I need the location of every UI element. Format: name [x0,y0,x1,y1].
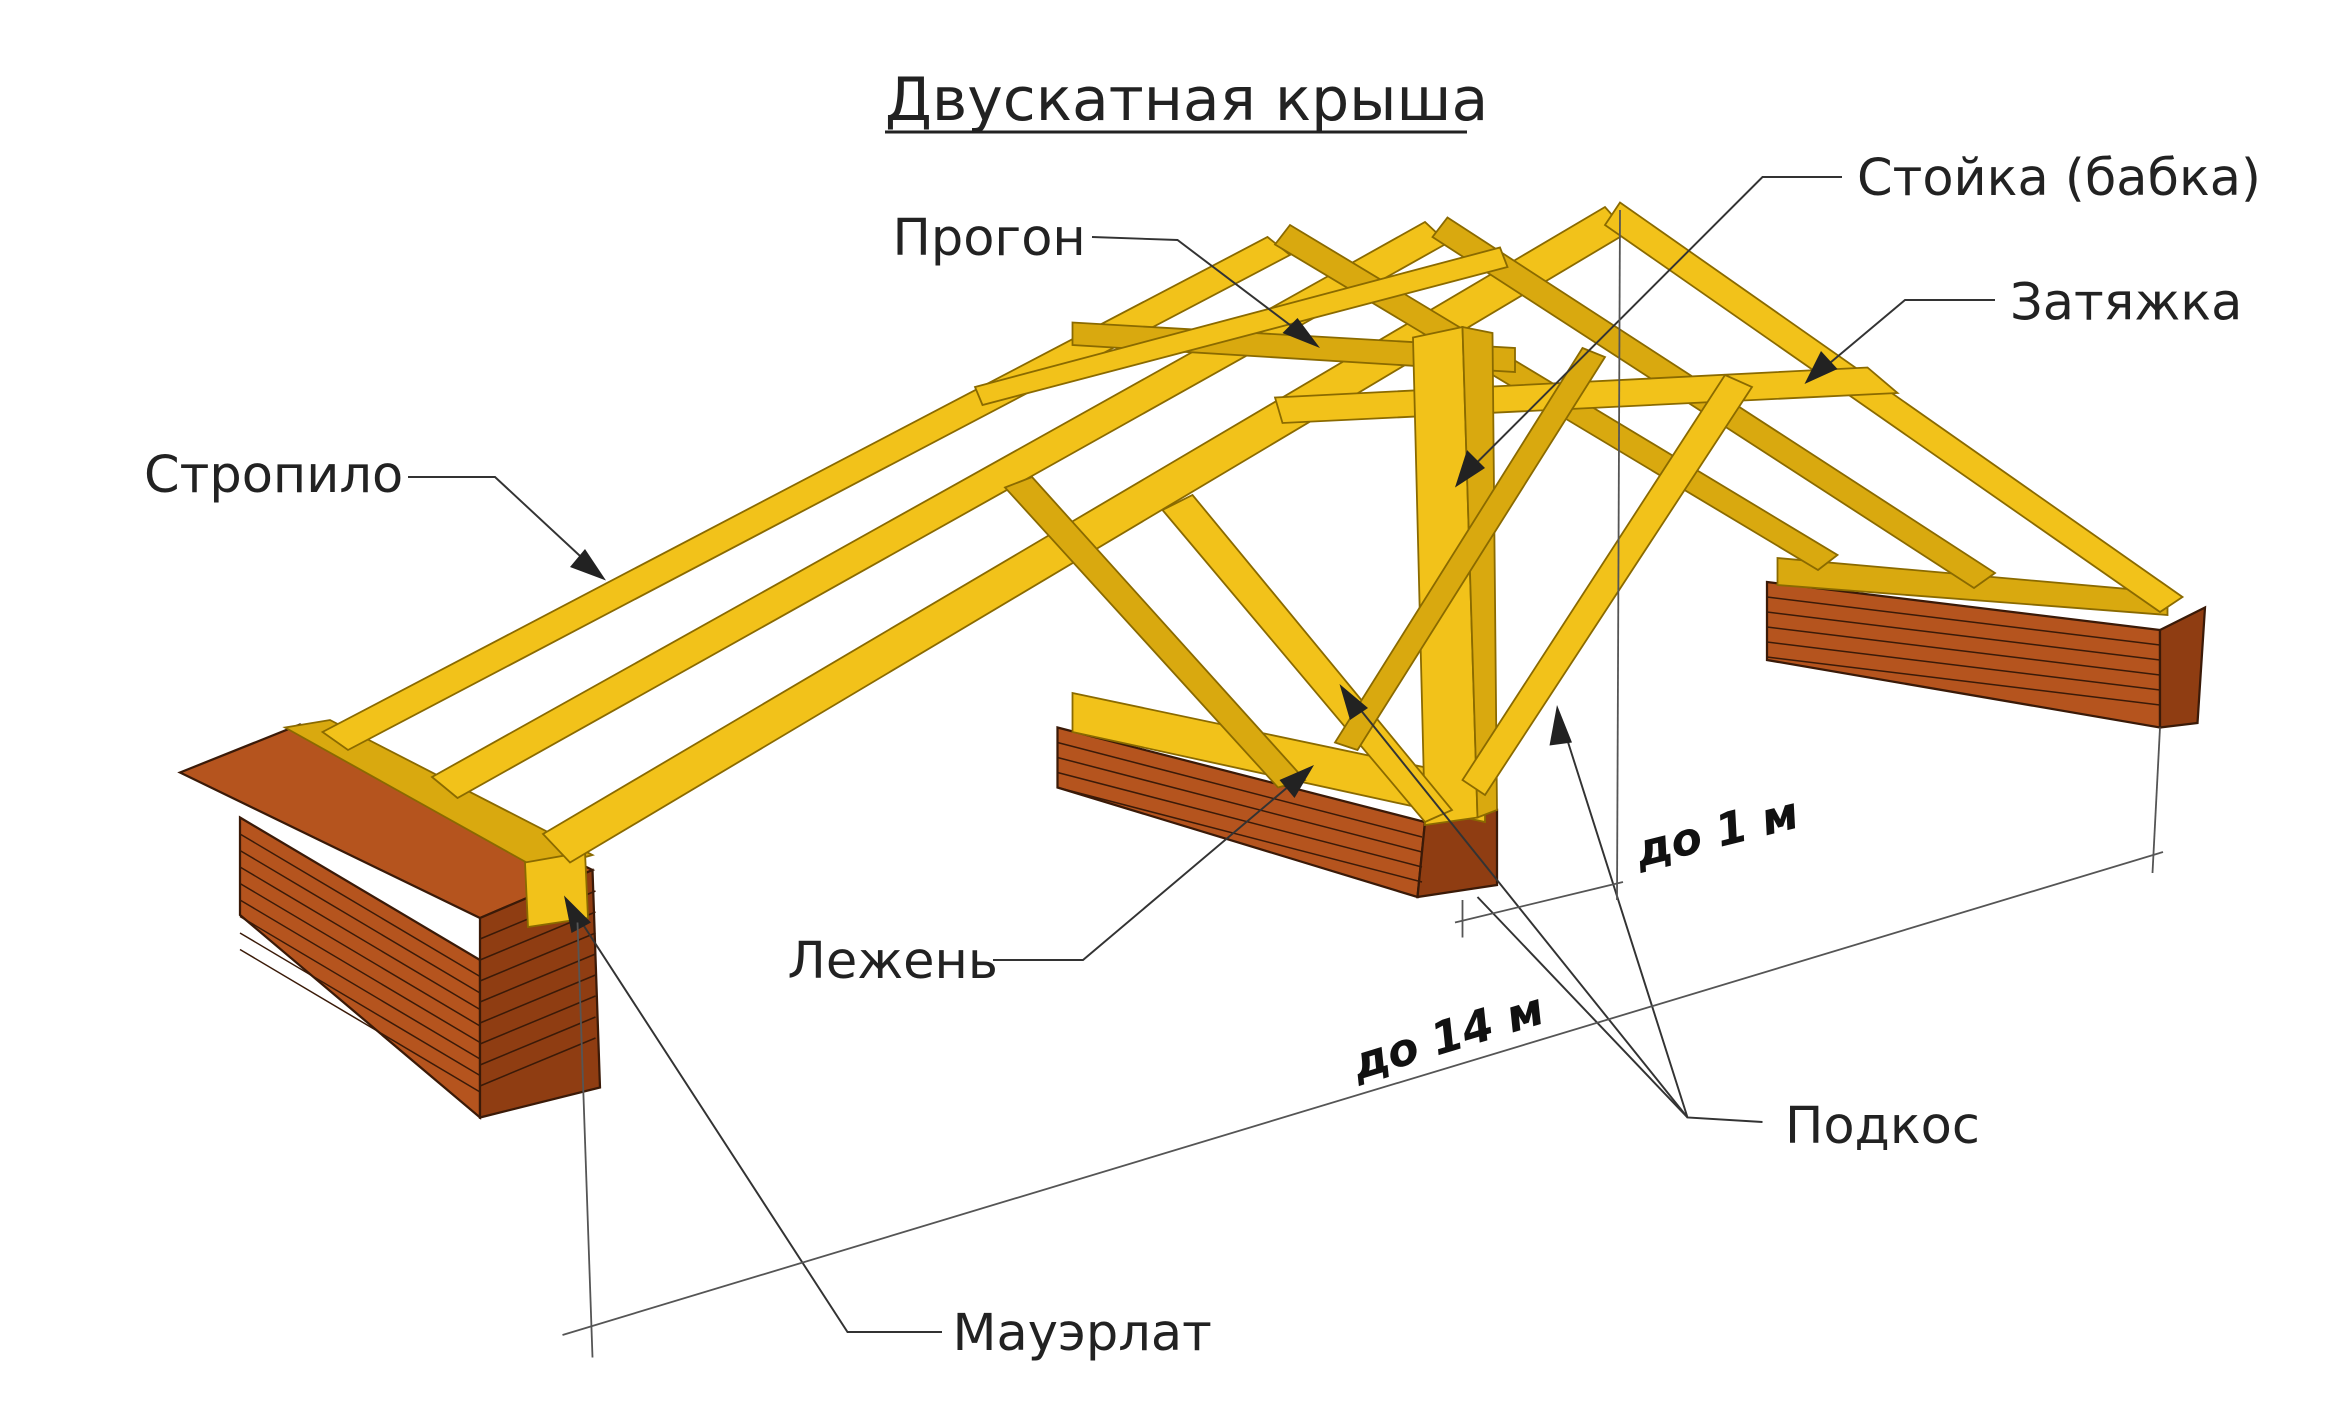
post-spacing-label: до 1 м [1628,786,1804,878]
leader-sill-beam [993,771,1306,961]
king-post-side [1461,325,1498,819]
mortar-line [239,833,481,978]
mortar-line [239,932,481,1077]
arrow-icon [1455,450,1485,488]
post-dimension-line [1454,881,1624,924]
mortar-line [1766,641,2161,691]
leader-king-post [1461,176,1842,478]
arrow-icon [1282,318,1320,348]
mortar-line [479,974,596,1024]
mortar-line [479,995,596,1045]
leader-tie-beam [1811,299,1995,379]
mortar-line [1766,626,2161,676]
mortar-line [239,915,481,1060]
mortar-line [1057,771,1423,868]
arrow-icon [1549,705,1572,746]
mortar-line [239,866,481,1011]
label-strut: Подкос [1785,1097,1980,1156]
mortar-line [1766,656,2161,706]
wall-plate-left [282,719,595,871]
span-dimension-line [562,851,2164,1336]
mortar-line [479,953,596,1003]
strut-left [1161,493,1454,824]
extension-line [1616,209,1621,901]
mortar-line [479,932,596,982]
strut-right [1461,373,1754,797]
mortar-line [239,948,481,1093]
label-tie-beam: Затяжка [2010,274,2242,333]
arrow-icon [1279,765,1314,798]
label-sill-beam: Лежень [788,932,998,991]
label-king-post: Стойка (бабка) [1857,149,2261,208]
mortar-line [1057,756,1423,853]
brick-walls [177,580,2207,1120]
arrow-icon [1804,351,1838,384]
extension-line [2151,727,2161,874]
mortar-line [1057,741,1423,838]
roof-frame [282,201,2185,929]
span-dimension-label: до 14 м [1344,982,1550,1091]
mortar-line [239,882,481,1027]
title-group: Двускатная крыша [885,65,1488,135]
leader-strut-right [1559,716,1763,1123]
leader-strut-left [1346,692,1689,1119]
rafter-front-right [1603,201,2185,614]
mortar-line [239,899,481,1044]
mortar-line [1057,786,1423,883]
leader-purlin [1091,236,1314,343]
labels: Прогон Стойка (бабка) Затяжка Стропило Л… [144,149,2261,1363]
extension-line [576,922,594,1358]
arrow-icon [1339,684,1368,720]
leader-rafter [408,476,601,576]
mortar-line [1766,596,2161,646]
label-rafter: Стропило [144,446,403,505]
mortar-line [239,849,481,994]
right-wall-front [2158,605,2207,729]
arrow-icon [564,895,591,933]
label-purlin: Прогон [893,209,1086,268]
rafter-back-left [320,235,1292,752]
mortar-line [1766,611,2161,661]
leader-strut-base [1476,896,1689,1119]
leaders [408,176,1995,1333]
mortar-line [479,1037,596,1087]
mortar-line [479,1016,596,1066]
tie-beam-back [973,246,1509,407]
leader-wall-plate [569,903,942,1333]
strut-back-right [1333,346,1607,752]
arrow-icon [570,549,606,581]
diagram-title: Двускатная крыша [885,65,1488,135]
label-wall-plate: Мауэрлат [953,1304,1212,1363]
